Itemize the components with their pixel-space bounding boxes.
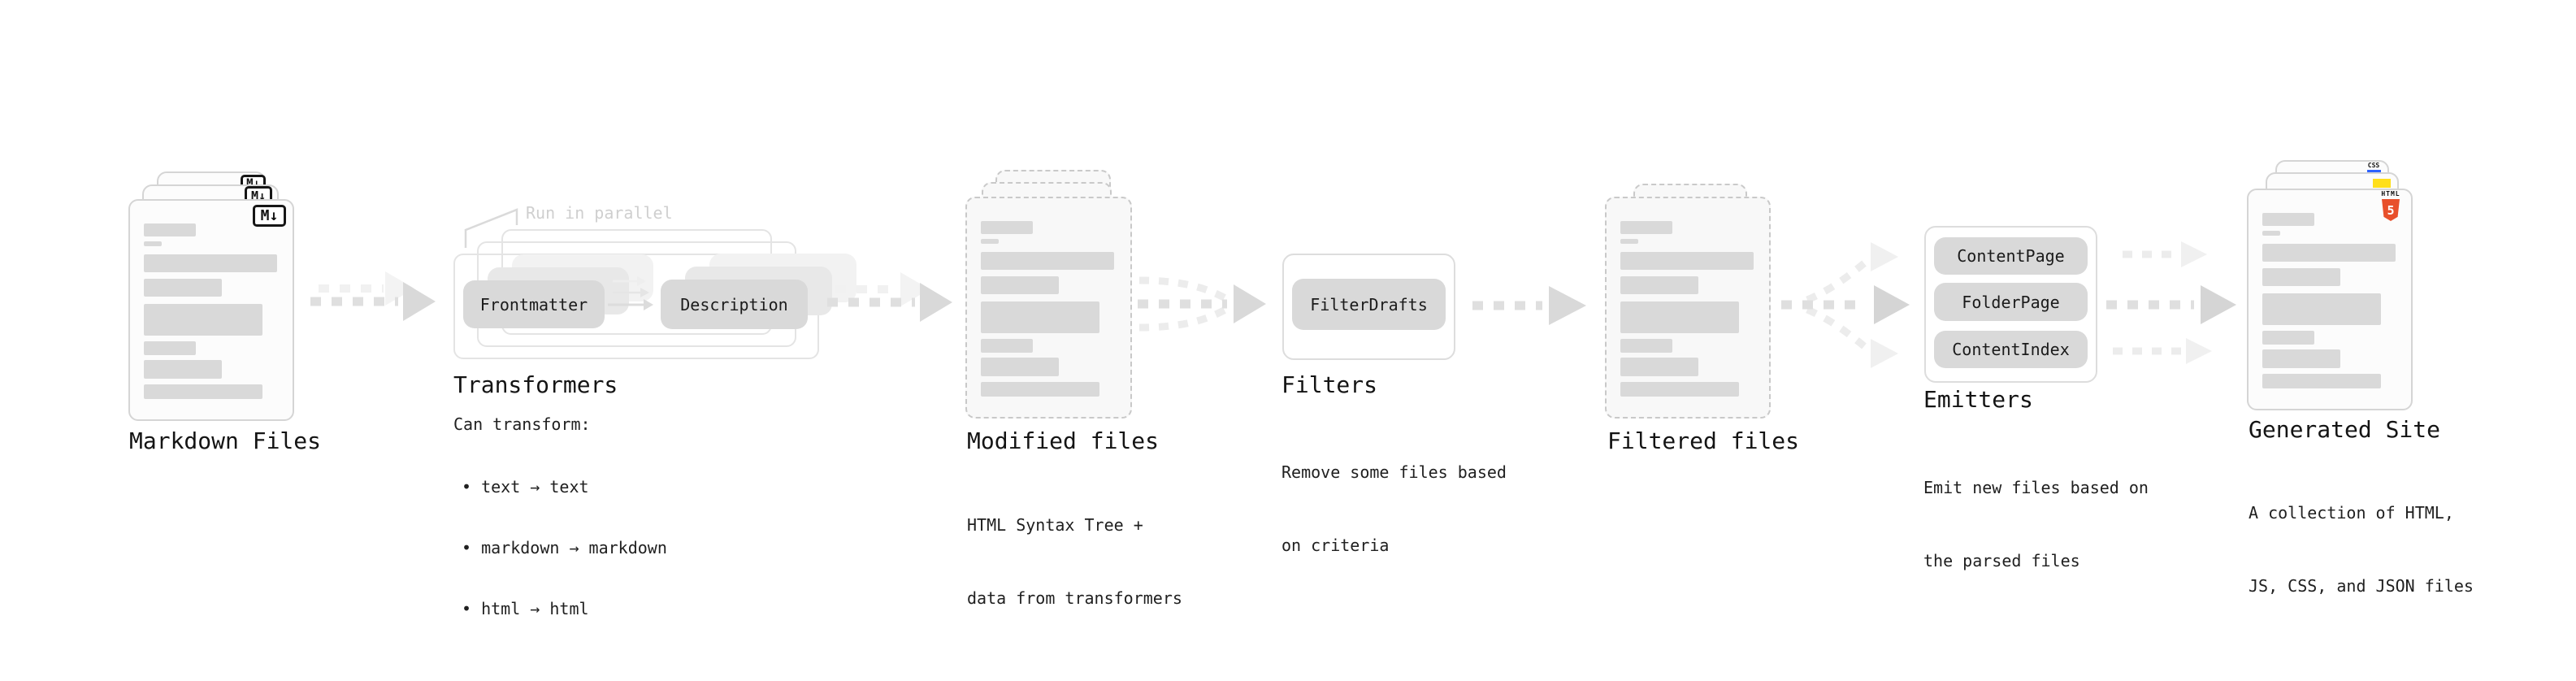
text-placeholder-bar (1620, 276, 1698, 294)
generated-site-label: Generated Site (2249, 416, 2441, 443)
css-icon-word: CSS (2367, 162, 2380, 169)
js-icon (2373, 179, 2391, 188)
text-placeholder-bar (1620, 339, 1672, 353)
css-icon: CSS (2366, 163, 2382, 173)
transformers-desc-title: Can transform: (453, 414, 591, 434)
desc-line: A collection of HTML, (2249, 503, 2454, 523)
html5-icon-shield: 5 (2382, 199, 2400, 221)
filters-desc: Remove some files based on criteria (1281, 411, 1507, 606)
arrow-filtered-to-emitters-fanout (1781, 242, 1910, 368)
text-placeholder-bar (981, 221, 1033, 234)
text-placeholder-bar (144, 254, 277, 272)
text-placeholder-bar (144, 241, 162, 246)
arrow-modified-to-filters-merge (1138, 276, 1266, 332)
emitters-desc: Emit new files based on the parsed files (1923, 427, 2149, 622)
text-placeholder-bar (2262, 213, 2314, 226)
arrow-filters-to-filtered (1472, 286, 1586, 325)
arrow-markdown-to-transformers (310, 271, 436, 321)
text-placeholder-bar (1620, 221, 1672, 234)
contentindex-pill: ContentIndex (1934, 331, 2088, 368)
description-pill: Description (661, 280, 808, 329)
transformers-label: Transformers (453, 371, 618, 398)
text-placeholder-bar (981, 276, 1059, 294)
html5-icon-word: HTML (2381, 190, 2400, 197)
filtered-files-label: Filtered files (1607, 427, 1800, 454)
text-placeholder-bar (2262, 331, 2314, 345)
text-placeholder-bar (144, 341, 196, 355)
arrow-emitters-to-generated (2106, 241, 2236, 364)
markdown-icon: M↓ (241, 175, 266, 185)
contentpage-pill: ContentPage (1934, 237, 2088, 275)
transformers-bullets: • text → text • markdown → markdown • ht… (462, 436, 667, 660)
markdown-files-label: Markdown Files (129, 427, 322, 454)
text-placeholder-bar (981, 339, 1033, 353)
text-placeholder-bar (2262, 268, 2340, 286)
text-placeholder-bar (1620, 358, 1698, 376)
bullet-item: • html → html (462, 599, 589, 618)
run-in-parallel-label: Run in parallel (526, 203, 673, 223)
text-placeholder-bar (1620, 239, 1638, 244)
text-placeholder-bar (1620, 301, 1739, 333)
html5-icon: HTML 5 (2379, 191, 2402, 221)
desc-line: Remove some files based (1281, 462, 1507, 482)
frontmatter-pill: Frontmatter (463, 280, 605, 328)
desc-line: the parsed files (1923, 551, 2080, 570)
filtered-card-front (1605, 197, 1771, 419)
desc-line: on criteria (1281, 536, 1390, 555)
generated-site-desc: A collection of HTML, JS, CSS, and JSON … (2249, 452, 2474, 647)
markdown-badge-middle-clip: M↓ (245, 186, 272, 199)
bullet-item: • text → text (462, 477, 589, 497)
css-icon-underline (2366, 170, 2381, 173)
text-placeholder-bar (981, 239, 999, 244)
text-placeholder-bar (2262, 349, 2340, 368)
markdown-icon: M↓ (253, 205, 286, 227)
bullet-item: • markdown → markdown (462, 538, 667, 557)
desc-line: Emit new files based on (1923, 478, 2149, 497)
text-placeholder-bar (2262, 231, 2280, 236)
text-placeholder-bar (981, 382, 1099, 397)
markdown-badge-back-clip: M↓ (241, 175, 266, 185)
modified-card-front (965, 197, 1132, 419)
markdown-card-front (128, 199, 294, 421)
emitters-label: Emitters (1923, 386, 2033, 413)
text-placeholder-bar (981, 358, 1059, 376)
text-placeholder-bar (144, 384, 262, 399)
folderpage-pill: FolderPage (1934, 283, 2088, 321)
text-placeholder-bar (981, 252, 1114, 270)
markdown-icon: M↓ (245, 186, 272, 199)
text-placeholder-bar (144, 360, 222, 379)
filterdrafts-pill: FilterDrafts (1292, 279, 1446, 330)
text-placeholder-bar (2262, 244, 2396, 262)
modified-files-label: Modified files (967, 427, 1160, 454)
text-placeholder-bar (144, 223, 196, 236)
generated-card-front (2247, 189, 2413, 410)
text-placeholder-bar (981, 301, 1099, 333)
desc-line: data from transformers (967, 588, 1182, 608)
desc-line: HTML Syntax Tree + (967, 515, 1143, 535)
text-placeholder-bar (1620, 252, 1754, 270)
text-placeholder-bar (2262, 293, 2381, 325)
modified-files-desc: HTML Syntax Tree + data from transformer… (967, 464, 1182, 659)
text-placeholder-bar (2262, 374, 2381, 388)
desc-line: JS, CSS, and JSON files (2249, 576, 2474, 596)
text-placeholder-bar (144, 279, 222, 297)
text-placeholder-bar (144, 304, 262, 336)
text-placeholder-bar (1620, 382, 1739, 397)
filters-label: Filters (1281, 371, 1378, 398)
